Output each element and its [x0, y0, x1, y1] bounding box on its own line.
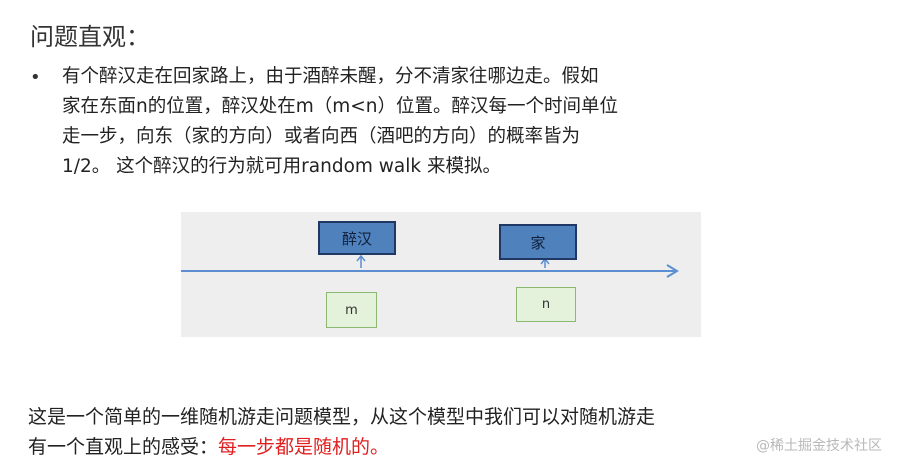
summary-line-1: 这是一个简单的一维随机游走问题模型，从这个模型中我们可以对随机游走 [28, 406, 656, 428]
slide-title: 问题直观： [30, 23, 150, 51]
random-walk-diagram: 醉汉 家 m n [181, 212, 701, 337]
m-position-box: m [326, 292, 377, 328]
diagram-arrows [181, 254, 679, 278]
summary-line-2: 有一个直观上的感受：每一步都是随机的。 [28, 432, 888, 462]
bullet-line-3: 走一步，向东（家的方向）或者向西（酒吧的方向）的概率皆为 [62, 126, 581, 147]
drunkard-pointer-arrowhead [356, 254, 366, 262]
summary-paragraph: 这是一个简单的一维随机游走问题模型，从这个模型中我们可以对随机游走 有一个直观上… [28, 402, 888, 462]
n-position-box: n [516, 287, 576, 322]
bullet-marker: • [30, 67, 41, 88]
bullet-text: 有个醉汉走在回家路上，由于酒醉未醒，分不清家往哪边走。假如 家在东面n的位置，醉… [62, 62, 852, 182]
bullet-line-4: 1/2。 这个醉汉的行为就可用random walk 来模拟。 [62, 156, 501, 177]
summary-highlight: 每一步都是随机的。 [218, 436, 390, 458]
summary-prefix: 有一个直观上的感受： [28, 436, 219, 458]
bullet-line-2: 家在东面n的位置，醉汉处在m（m<n）位置。醉汉每一个时间单位 [62, 96, 618, 117]
east-axis-arrowhead [666, 264, 679, 278]
watermark: @稀土掘金技术社区 [756, 438, 882, 454]
home-box: 家 [499, 224, 577, 260]
drunkard-box: 醉汉 [318, 221, 396, 255]
bullet-line-1: 有个醉汉走在回家路上，由于酒醉未醒，分不清家往哪边走。假如 [62, 66, 599, 87]
